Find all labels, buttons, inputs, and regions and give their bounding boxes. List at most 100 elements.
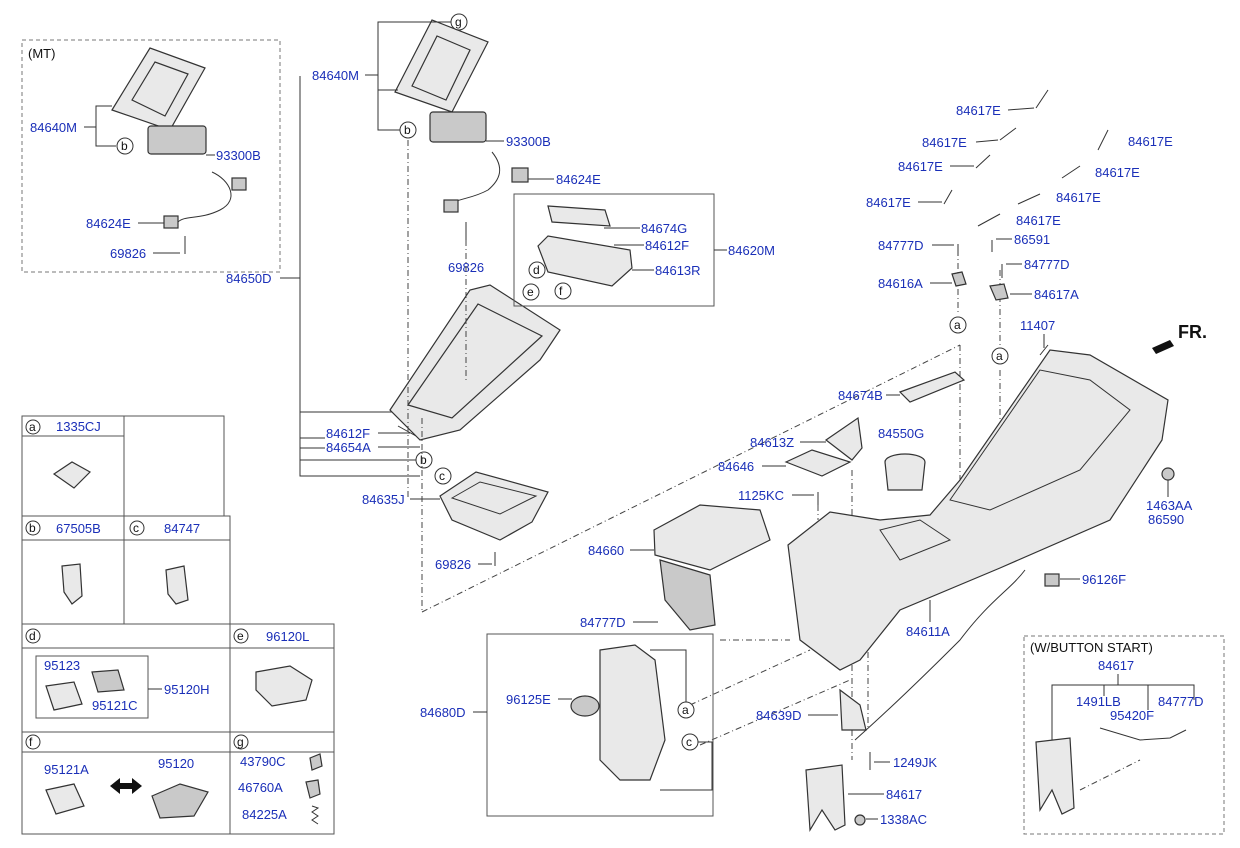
rear-cover bbox=[599, 644, 666, 781]
callout-b-mt bbox=[116, 137, 134, 155]
clip-1335CJ bbox=[52, 461, 91, 489]
legend-callout-d bbox=[25, 628, 41, 644]
bracket-84617 bbox=[805, 764, 846, 832]
main-console bbox=[787, 349, 1169, 671]
label-93300B: 93300B bbox=[506, 134, 551, 149]
label-84616A: 84616A bbox=[878, 276, 923, 291]
connector bbox=[511, 167, 529, 183]
label-84624E-mt: 84624E bbox=[86, 216, 131, 231]
svg-text:f: f bbox=[559, 284, 563, 298]
legend-95121A: 95121A bbox=[44, 762, 89, 777]
label-84777D-armrest: 84777D bbox=[580, 615, 626, 630]
legend-callout-a bbox=[25, 419, 41, 435]
part-95123 bbox=[91, 669, 125, 693]
svg-text:a: a bbox=[682, 703, 689, 717]
svg-text:e: e bbox=[527, 285, 534, 299]
label-1463AA: 1463AA bbox=[1146, 498, 1193, 513]
clip-67505B bbox=[61, 563, 83, 605]
label-84613Z: 84613Z bbox=[750, 435, 794, 450]
label-96126F: 96126F bbox=[1082, 572, 1126, 587]
connector-2 bbox=[443, 199, 459, 213]
legend-callout-b bbox=[25, 520, 41, 536]
svg-text:e: e bbox=[237, 629, 244, 643]
label-84617A: 84617A bbox=[1034, 287, 1079, 302]
mt-title: (MT) bbox=[28, 46, 55, 61]
storage-tray-group: 84635J 69826 bbox=[362, 471, 549, 572]
label-69826-tray: 69826 bbox=[435, 557, 471, 572]
armrest-lid bbox=[653, 504, 771, 571]
mt-box bbox=[21, 39, 281, 273]
callout-b-1 bbox=[399, 121, 417, 139]
nut-1463AA bbox=[1161, 467, 1175, 481]
front-label: FR. bbox=[1178, 322, 1207, 342]
label-84654A: 84654A bbox=[326, 440, 371, 455]
label-84640M-mt: 84640M bbox=[30, 120, 77, 135]
label-84674G: 84674G bbox=[641, 221, 687, 236]
label-84611A: 84611A bbox=[906, 624, 950, 639]
callout-a-3 bbox=[991, 347, 1009, 365]
callout-c-1 bbox=[434, 467, 452, 485]
callout-a-2 bbox=[949, 316, 967, 334]
svg-text:b: b bbox=[29, 521, 36, 535]
svg-text:a: a bbox=[954, 318, 961, 332]
label-11407: 11407 bbox=[1020, 318, 1055, 333]
label-93300B-mt: 93300B bbox=[216, 148, 261, 163]
bracket-84617A bbox=[989, 283, 1009, 301]
callout-d-1 bbox=[528, 261, 546, 279]
legend-67505B: 67505B bbox=[56, 521, 101, 536]
projection-lines bbox=[407, 140, 1001, 760]
svg-text:a: a bbox=[29, 420, 36, 434]
pad-84674G bbox=[547, 205, 611, 227]
box-84680D bbox=[486, 633, 714, 817]
label-84674B: 84674B bbox=[838, 388, 883, 403]
callout-f-1 bbox=[554, 282, 572, 300]
button-start-title: (W/BUTTON START) bbox=[1030, 640, 1153, 655]
armrest-hinge bbox=[659, 559, 716, 631]
label-84617E-3: 84617E bbox=[1128, 134, 1173, 149]
lower-right-group: 84639D 1249JK 84617 1338AC 96126F bbox=[756, 569, 1126, 832]
label-84617E-7: 84617E bbox=[1056, 190, 1101, 205]
label-69826-mt: 69826 bbox=[110, 246, 146, 261]
label-96125E: 96125E bbox=[506, 692, 551, 707]
armrest-group: 84660 84777D bbox=[580, 504, 771, 631]
label-86591: 86591 bbox=[1014, 232, 1050, 247]
svg-text:b: b bbox=[420, 453, 427, 467]
svg-text:c: c bbox=[133, 521, 139, 535]
part-46760A bbox=[305, 779, 321, 799]
label-84777D-bs: 84777D bbox=[1158, 694, 1204, 709]
button-start-box bbox=[1023, 635, 1225, 835]
label-84617-bs: 84617 bbox=[1098, 658, 1134, 673]
cable-96126F bbox=[854, 569, 1026, 741]
bs-harness bbox=[1099, 727, 1187, 741]
label-84680D: 84680D bbox=[420, 705, 466, 720]
switch-panel-group: d e f 84674G 84612F 84613R 84620M bbox=[513, 193, 775, 307]
label-1125KC: 1125KC bbox=[738, 488, 784, 503]
label-84777D-upper: 84777D bbox=[878, 238, 924, 253]
main-console-group: 84611A bbox=[787, 349, 1169, 671]
legend-callout-f bbox=[25, 734, 41, 750]
svg-text:a: a bbox=[996, 349, 1003, 363]
label-95420F: 95420F bbox=[1110, 708, 1154, 723]
label-84617-lower: 84617 bbox=[886, 787, 922, 802]
legend-95123: 95123 bbox=[44, 658, 80, 673]
part-43790C bbox=[309, 753, 323, 771]
label-1249JK: 1249JK bbox=[893, 755, 937, 770]
label-86590: 86590 bbox=[1148, 512, 1184, 527]
mt-variant-group: (MT) 84640M b 93300B 84624E 69826 bbox=[21, 39, 281, 273]
legend-95121C: 95121C bbox=[92, 698, 138, 713]
aux-jack-96120L bbox=[255, 665, 313, 707]
switch-assy bbox=[429, 111, 487, 143]
legend-46760A: 46760A bbox=[238, 780, 283, 795]
svg-text:b: b bbox=[121, 139, 128, 153]
front-arrow-icon bbox=[1152, 340, 1174, 354]
rear-cover-group: 84680D 96125E a c bbox=[420, 633, 714, 817]
mt-switch-assy bbox=[147, 125, 207, 155]
svg-text:d: d bbox=[29, 629, 36, 643]
shift-bezel-group: g b 84640M 93300B 84624E 69826 bbox=[312, 13, 601, 275]
legend-callout-g bbox=[233, 734, 249, 750]
label-84550G: 84550G bbox=[878, 426, 924, 441]
label-84777D-right: 84777D bbox=[1024, 257, 1070, 272]
button-start-variant-group: (W/BUTTON START) 84617 1491LB 95420F 847… bbox=[1023, 635, 1225, 835]
svg-text:f: f bbox=[29, 735, 33, 749]
